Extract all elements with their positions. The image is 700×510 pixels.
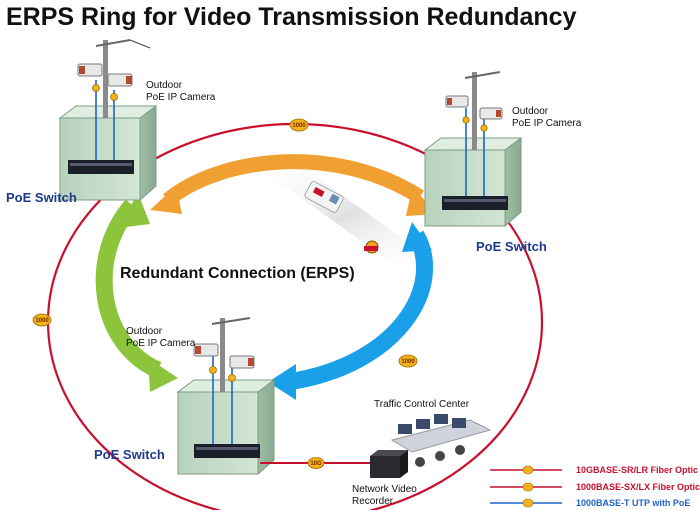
link-badge-top: 1000 [289,118,309,132]
light-pole [220,318,225,392]
svg-text:10GBASE-SR/LR Fiber Optic: 10GBASE-SR/LR Fiber Optic [576,465,698,475]
nvr-label-sub: Recorder [352,496,394,507]
camera-label-1-sub: PoE IP Camera [146,92,216,103]
green-arrow [95,199,162,378]
link-badge-right: 1000 [398,354,418,368]
road-scene [255,165,440,265]
camera-label-2: Outdoor [512,106,549,117]
switch-cabinet-1 [58,39,158,202]
svg-text:1000BASE-T UTP with PoE: 1000BASE-T UTP with PoE [576,498,690,508]
light-pole [103,40,108,118]
legend: 10GBASE-SR/LR Fiber Optic 1000BASE-SX/LX… [490,465,700,508]
poe-switch-device [194,444,260,458]
switch-label-1: PoE Switch [6,190,77,205]
svg-text:1000BASE-SX/LX Fiber Optic: 1000BASE-SX/LX Fiber Optic [576,482,700,492]
page-title: ERPS Ring for Video Transmission Redunda… [6,3,577,31]
ip-camera-icon [107,73,133,87]
nvr-label: Network Video [352,484,417,495]
light-pole [472,72,477,150]
legend-item-1000-fiber: 1000BASE-SX/LX Fiber Optic [490,482,700,492]
orange-arrow [163,154,425,206]
legend-item-utp: 1000BASE-T UTP with PoE [490,498,690,508]
motorcycle-icon [364,240,379,254]
svg-text:1000: 1000 [401,359,415,365]
camera-label-3: Outdoor [126,326,163,337]
camera-label-2-sub: PoE IP Camera [512,118,582,129]
svg-text:10G: 10G [310,461,322,467]
ip-camera-icon [193,343,219,357]
center-label: Redundant Connection (ERPS) [120,265,355,282]
control-room-icon [390,414,492,467]
ambulance-icon [304,181,344,213]
nvr-device-icon [370,450,408,478]
svg-text:1000: 1000 [292,123,306,129]
camera-label-3-sub: PoE IP Camera [126,338,196,349]
blue-arrow [286,230,433,391]
poe-switch-device [68,160,134,174]
camera-label-1: Outdoor [146,80,183,91]
legend-item-10g: 10GBASE-SR/LR Fiber Optic [490,465,698,475]
switch-cabinet-2 [423,71,523,228]
ip-camera-icon [229,355,255,369]
ip-camera-icon [445,95,469,108]
switch-label-2: PoE Switch [476,239,547,254]
traffic-center-label: Traffic Control Center [374,399,470,410]
switch-cabinet-3 [176,317,276,476]
ip-camera-icon [77,63,103,77]
ip-camera-icon [479,107,503,120]
switch-label-3: PoE Switch [94,447,165,462]
link-badge-nvr: 10G [307,457,325,469]
svg-text:1000: 1000 [35,318,49,324]
link-badge-left: 1000 [32,313,52,327]
poe-switch-device [442,196,508,210]
